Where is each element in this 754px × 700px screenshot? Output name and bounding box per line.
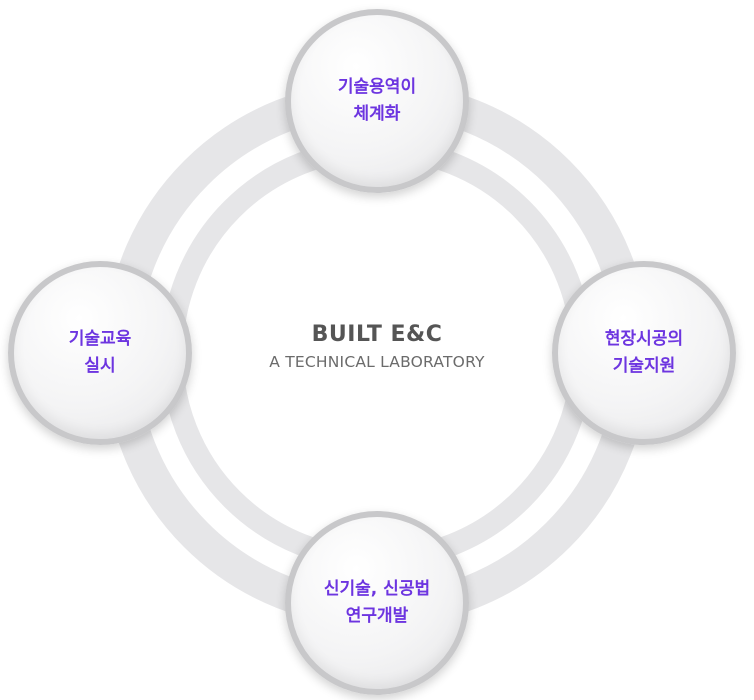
- node-technical-service: 기술용역이 체계화: [285, 9, 469, 193]
- node-rnd-label: 신기술, 신공법 연구개발: [323, 579, 431, 626]
- center-subtitle: A TECHNICAL LABORATORY: [269, 353, 485, 371]
- node-technical-service-label: 기술용역이 체계화: [337, 77, 417, 124]
- node-site-support-label: 현장시공의 기술지원: [604, 329, 684, 376]
- center-title: BUILT E&C: [311, 322, 443, 347]
- node-rnd: 신기술, 신공법 연구개발: [285, 511, 469, 695]
- node-technical-education-label: 기술교육 실시: [68, 329, 132, 376]
- node-technical-education: 기술교육 실시: [8, 261, 192, 445]
- node-site-support: 현장시공의 기술지원: [552, 261, 736, 445]
- center-label: BUILT E&C A TECHNICAL LABORATORY: [227, 320, 527, 374]
